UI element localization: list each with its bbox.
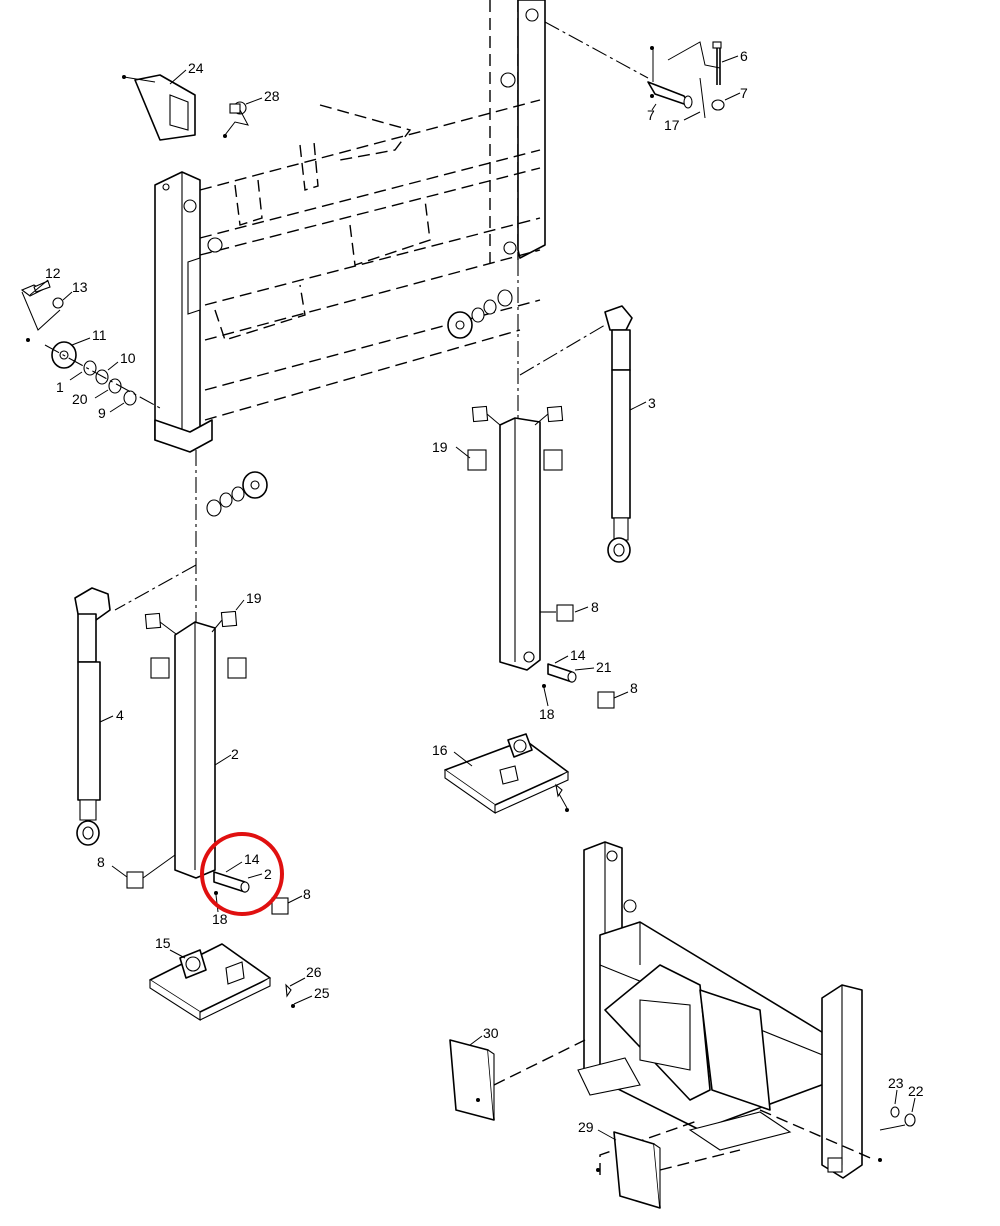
- callout-2: 2: [231, 746, 239, 762]
- callout-23: 23: [888, 1075, 904, 1091]
- callout-18: 18: [539, 706, 555, 722]
- callout-21: 21: [596, 659, 612, 675]
- center-roller-stack: [114, 450, 268, 630]
- part-3-cylinder: 3: [519, 305, 656, 563]
- left-roller-stack: 12 13 11 10 1 20 9: [20, 265, 161, 421]
- callout-15: 15: [155, 935, 171, 951]
- part-29-panel: 29: [578, 1119, 741, 1209]
- callout-17: 17: [664, 117, 680, 133]
- callout-4: 4: [116, 707, 124, 723]
- part-4-cylinder: 4: [74, 587, 124, 846]
- callout-19: 19: [246, 590, 262, 606]
- part-22-23-hardware: 23 22: [879, 1075, 924, 1131]
- callout-16: 16: [432, 742, 448, 758]
- callout-2: 2: [264, 866, 272, 882]
- callout-1: 1: [56, 379, 64, 395]
- base-chassis: [577, 841, 882, 1179]
- callout-24: 24: [188, 60, 204, 76]
- callout-11: 11: [92, 327, 107, 343]
- part-15-base-plate: 15 26 25: [149, 935, 330, 1022]
- callout-10: 10: [120, 350, 136, 366]
- highlight-circle: [200, 832, 284, 916]
- part-6-7-17-hardware: 6 7 7 17: [544, 21, 748, 133]
- callout-7: 7: [647, 107, 655, 123]
- callout-28: 28: [264, 88, 280, 104]
- part-16-base-plate: 16: [432, 733, 569, 815]
- part-30-panel: 30: [449, 1025, 586, 1121]
- callout-7: 7: [740, 85, 748, 101]
- part-24-bracket: 24: [122, 60, 204, 141]
- callout-18: 18: [212, 911, 228, 927]
- carriage-frame: [154, 0, 546, 453]
- callout-9: 9: [98, 405, 106, 421]
- callout-8: 8: [591, 599, 599, 615]
- callout-8: 8: [630, 680, 638, 696]
- callout-8: 8: [303, 886, 311, 902]
- callout-6: 6: [740, 48, 748, 64]
- callout-25: 25: [314, 985, 330, 1001]
- left-column-part-2: 19 2 8 14 2 18 8: [97, 590, 311, 927]
- right-column: 19 8 14 21 18 8: [432, 405, 638, 722]
- part-28-bolt: 28: [223, 88, 280, 138]
- callout-20: 20: [72, 391, 88, 407]
- callout-30: 30: [483, 1025, 499, 1041]
- callout-19: 19: [432, 439, 448, 455]
- callout-12: 12: [45, 265, 61, 281]
- callout-26: 26: [306, 964, 322, 980]
- callout-29: 29: [578, 1119, 594, 1135]
- callout-22: 22: [908, 1083, 924, 1099]
- right-roller-stack: [447, 260, 519, 420]
- callout-13: 13: [72, 279, 88, 295]
- callout-14: 14: [570, 647, 586, 663]
- callout-3: 3: [648, 395, 656, 411]
- callout-14: 14: [244, 851, 260, 867]
- callout-8: 8: [97, 854, 105, 870]
